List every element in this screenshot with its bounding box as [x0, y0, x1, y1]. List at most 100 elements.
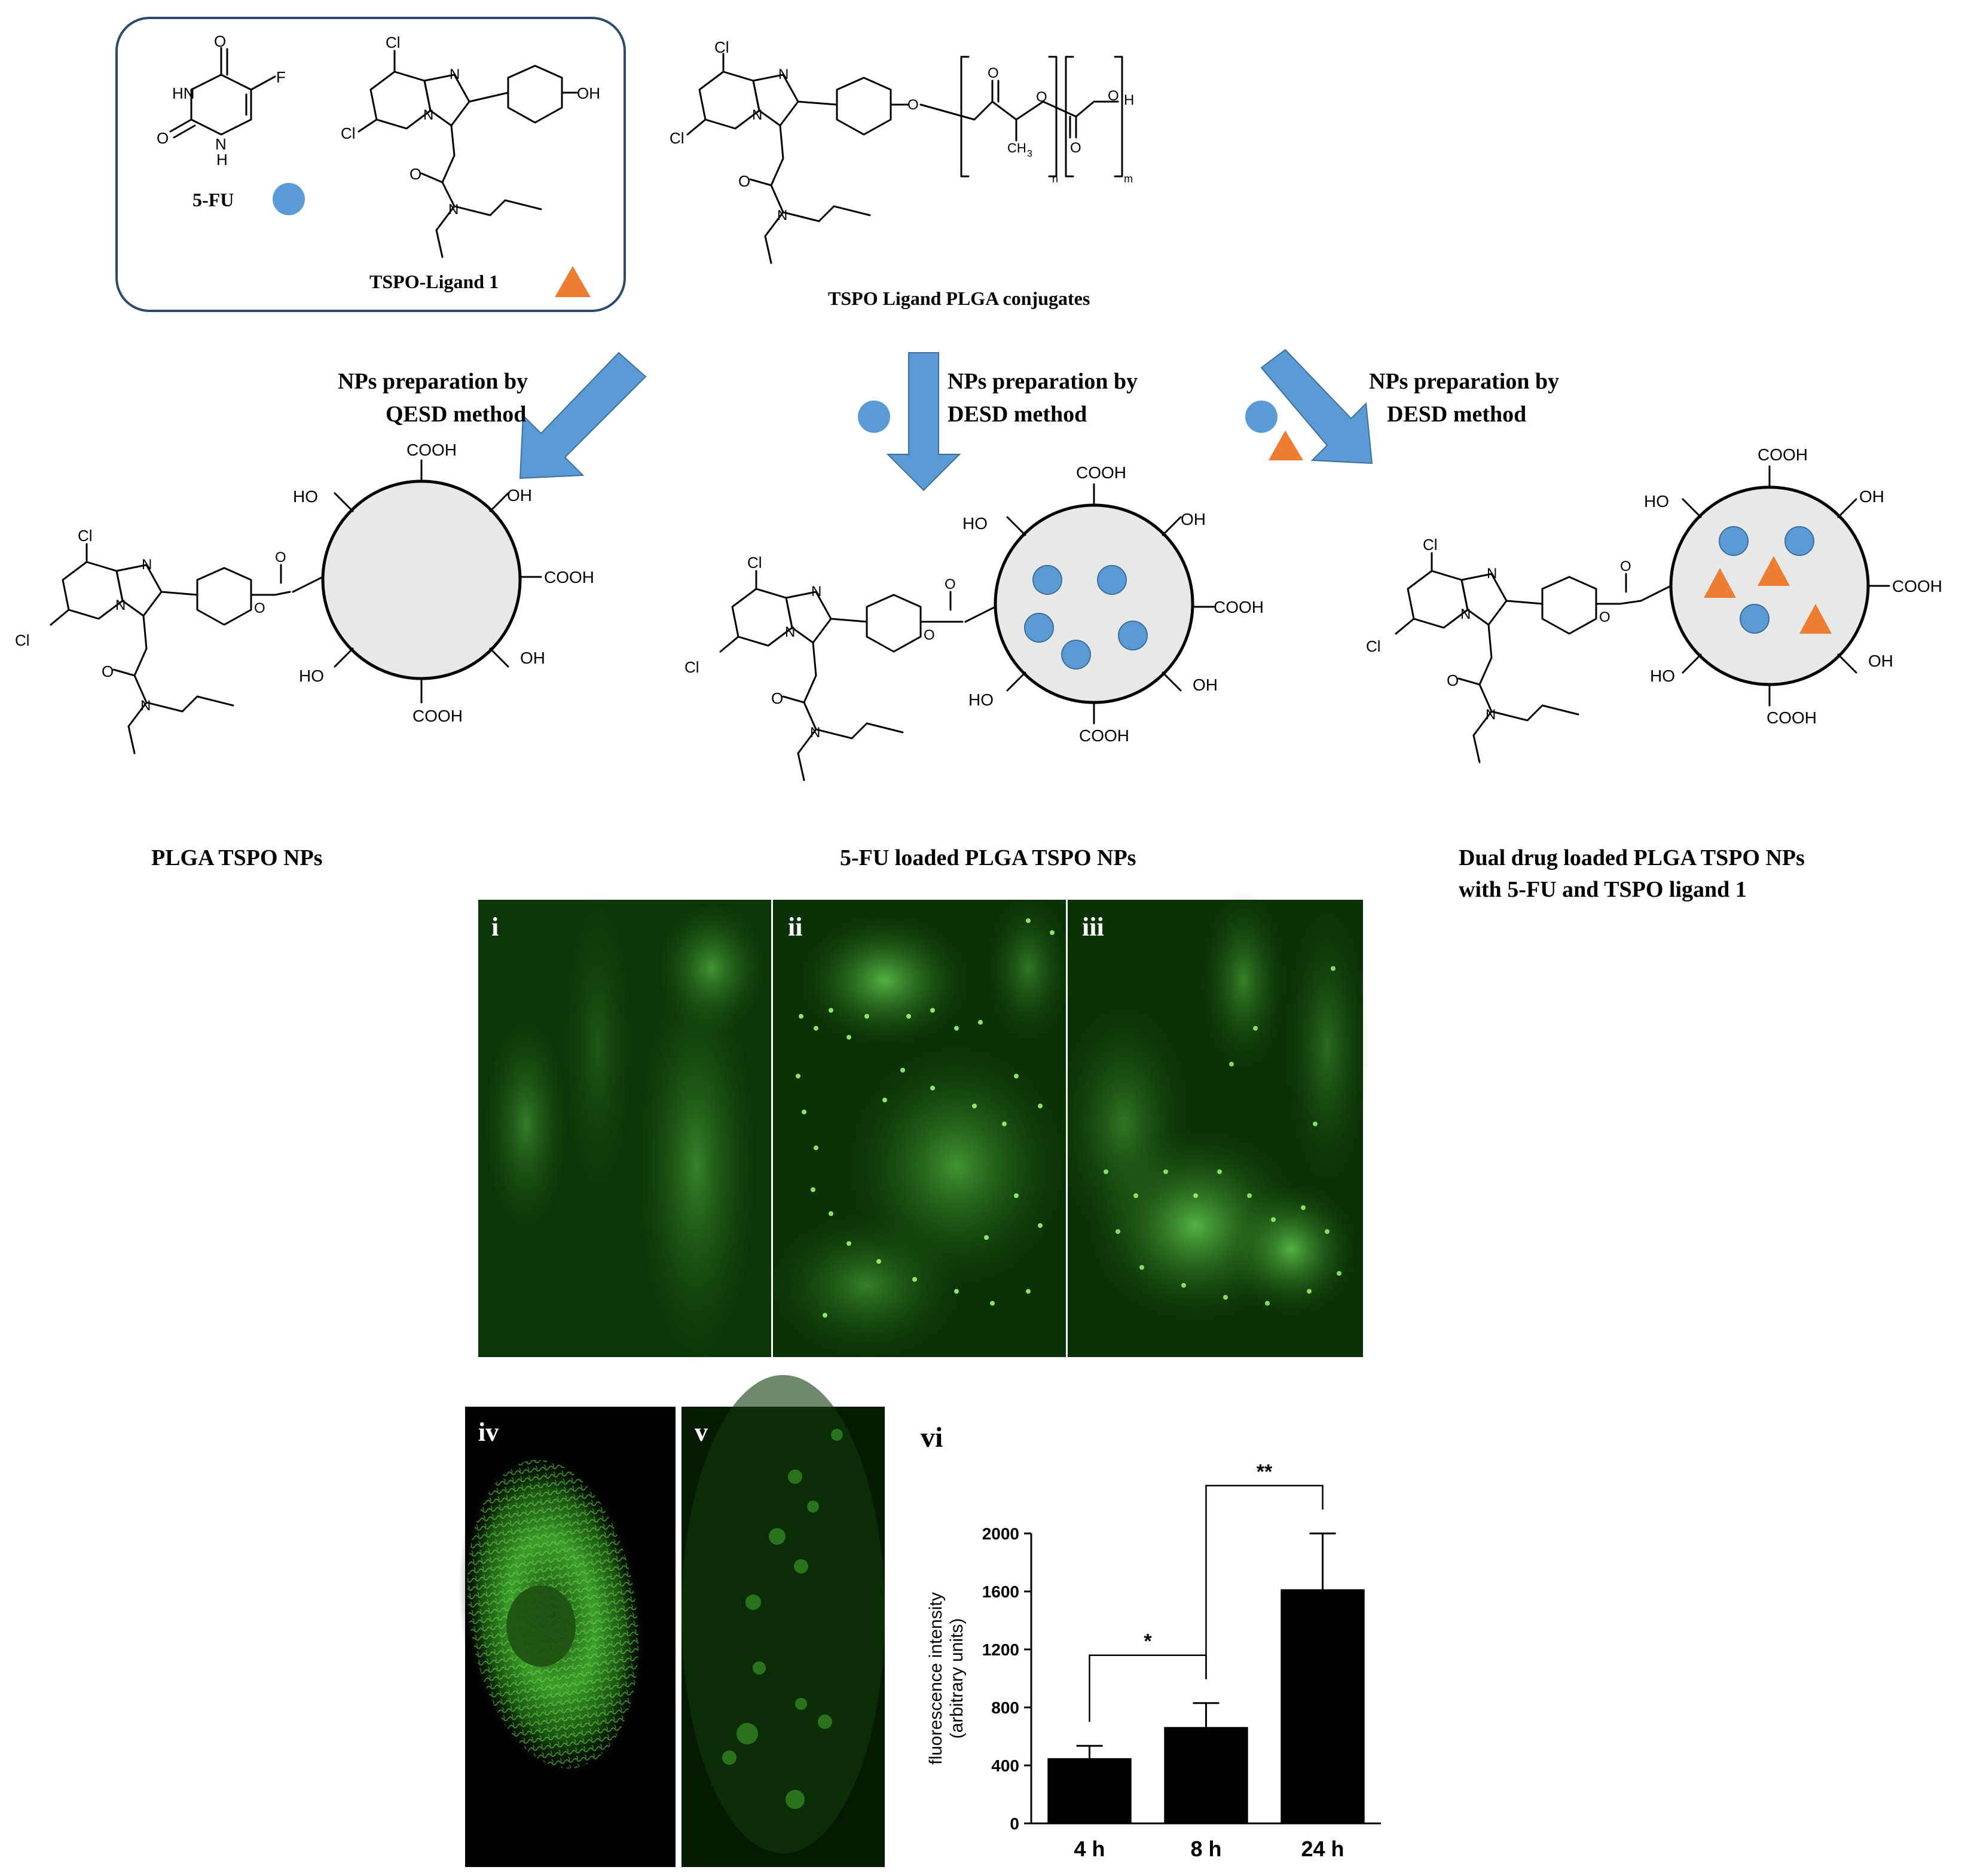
svg-text:O: O [1070, 140, 1081, 156]
svg-text:n: n [1052, 173, 1058, 185]
svg-text:N: N [777, 207, 787, 224]
arrow-middle [886, 352, 961, 491]
svg-text:Cl: Cl [341, 124, 356, 142]
svg-text:OH: OH [1859, 487, 1884, 506]
svg-text:Cl: Cl [386, 33, 401, 51]
svg-text:Cl: Cl [1366, 637, 1381, 655]
y-axis-label: (arbitrary units) [947, 1618, 967, 1739]
svg-text:N: N [811, 583, 821, 600]
arrow-right-text-1: NPs preparation by [1369, 369, 1559, 394]
arrow-left-text-2: QESD method [386, 402, 526, 427]
svg-text:N: N [140, 698, 151, 714]
ligand-structure: Cl Cl N N OH O N [341, 33, 600, 258]
np-right-label-2: with 5-FU and TSPO ligand 1 [1459, 877, 1747, 902]
micro-panel-ii: ii [771, 897, 1070, 1357]
svg-text:m: m [1124, 173, 1133, 185]
svg-text:O: O [254, 600, 265, 616]
fu-label: 5-FU [192, 189, 234, 210]
arrow-mid-text-2: DESD method [948, 402, 1087, 427]
y-tick-label: 0 [1010, 1814, 1019, 1833]
svg-text:Cl: Cl [714, 38, 729, 56]
svg-text:O: O [1108, 88, 1119, 104]
svg-text:HN: HN [172, 84, 195, 102]
svg-text:N: N [448, 201, 459, 218]
panel-label-iii: iii [1082, 912, 1104, 942]
svg-text:COOH: COOH [1892, 577, 1942, 595]
svg-text:3: 3 [1027, 149, 1032, 159]
conjugate-label: TSPO Ligand PLGA conjugates [828, 288, 1090, 309]
svg-text:OH: OH [1868, 652, 1893, 670]
svg-text:OH: OH [1193, 676, 1218, 694]
right-ligand-triangle-icon [1269, 430, 1303, 460]
np-left-ligand: Cl Cl N N O O O N [15, 527, 291, 754]
svg-text:O: O [409, 165, 421, 183]
mid-fu-circle-icon [858, 401, 890, 433]
svg-text:HO: HO [293, 487, 318, 506]
svg-text:COOH: COOH [1758, 445, 1808, 464]
arrow-mid-text-1: NPs preparation by [948, 369, 1138, 394]
svg-text:COOH: COOH [407, 441, 457, 459]
micro-panel-v: v [681, 1375, 885, 1867]
bar [1164, 1727, 1248, 1823]
micro-panel-iii: iii [1058, 891, 1369, 1357]
svg-text:N: N [778, 66, 789, 83]
svg-text:N: N [752, 107, 762, 123]
svg-text:N: N [1460, 606, 1471, 622]
svg-text:O: O [214, 32, 226, 50]
x-tick-label: 24 h [1301, 1837, 1344, 1861]
np-right-label-1: Dual drug loaded PLGA TSPO NPs [1459, 845, 1805, 870]
svg-text:HO: HO [968, 690, 994, 709]
svg-text:H: H [216, 151, 228, 169]
svg-text:HO: HO [1644, 492, 1669, 511]
arrow-left-text-1: NPs preparation by [338, 369, 528, 394]
svg-text:N: N [215, 135, 227, 153]
y-tick-label: 800 [991, 1698, 1019, 1717]
svg-text:N: N [1486, 707, 1496, 723]
svg-text:O: O [1447, 671, 1459, 689]
micro-panel-iv: iv [458, 1407, 676, 1867]
y-axis-label: fluorescence intensity [926, 1592, 946, 1765]
svg-text:O: O [924, 627, 935, 643]
panel-label-iv: iv [478, 1417, 499, 1447]
svg-text:Cl: Cl [78, 527, 93, 545]
svg-text:O: O [1599, 609, 1610, 625]
significance-bracket [1089, 1654, 1207, 1722]
y-tick-label: 1200 [982, 1640, 1019, 1659]
panel-label-ii: ii [788, 912, 802, 942]
panel-label-v: v [695, 1417, 708, 1447]
legend-box [115, 17, 626, 312]
svg-text:O: O [102, 662, 114, 680]
ligand-triangle-icon [555, 266, 591, 297]
significance-label: ** [1257, 1461, 1273, 1483]
arrow-right [1260, 349, 1373, 465]
arrow-left [519, 352, 647, 479]
svg-text:O: O [1620, 558, 1631, 575]
arrow-right-text-2: DESD method [1387, 402, 1526, 427]
right-fu-circle-icon [1245, 401, 1278, 433]
svg-text:Cl: Cl [15, 631, 30, 649]
svg-text:OH: OH [507, 486, 532, 505]
svg-text:O: O [275, 549, 286, 566]
svg-text:F: F [276, 68, 286, 86]
np-middle-label: 5-FU loaded PLGA TSPO NPs [840, 845, 1136, 870]
svg-text:COOH: COOH [1214, 598, 1264, 616]
svg-text:N: N [115, 597, 126, 613]
np-left-label: PLGA TSPO NPs [151, 845, 322, 870]
svg-text:N: N [142, 557, 152, 573]
svg-text:O: O [157, 129, 169, 147]
x-tick-label: 8 h [1190, 1837, 1221, 1861]
svg-text:Cl: Cl [747, 554, 762, 572]
svg-text:OH: OH [1181, 510, 1206, 528]
np-right: COOH COOH COOH HO OH OH HO [1640, 445, 1942, 727]
significance-bracket [1205, 1484, 1324, 1679]
svg-text:O: O [988, 65, 999, 81]
svg-text:O: O [1036, 89, 1047, 105]
bar [1047, 1758, 1132, 1823]
svg-text:N: N [1487, 566, 1497, 582]
svg-text:O: O [945, 576, 956, 592]
panel-label-i: i [491, 912, 499, 942]
np-middle: COOH COOH COOH HO OH OH HO [962, 463, 1264, 745]
